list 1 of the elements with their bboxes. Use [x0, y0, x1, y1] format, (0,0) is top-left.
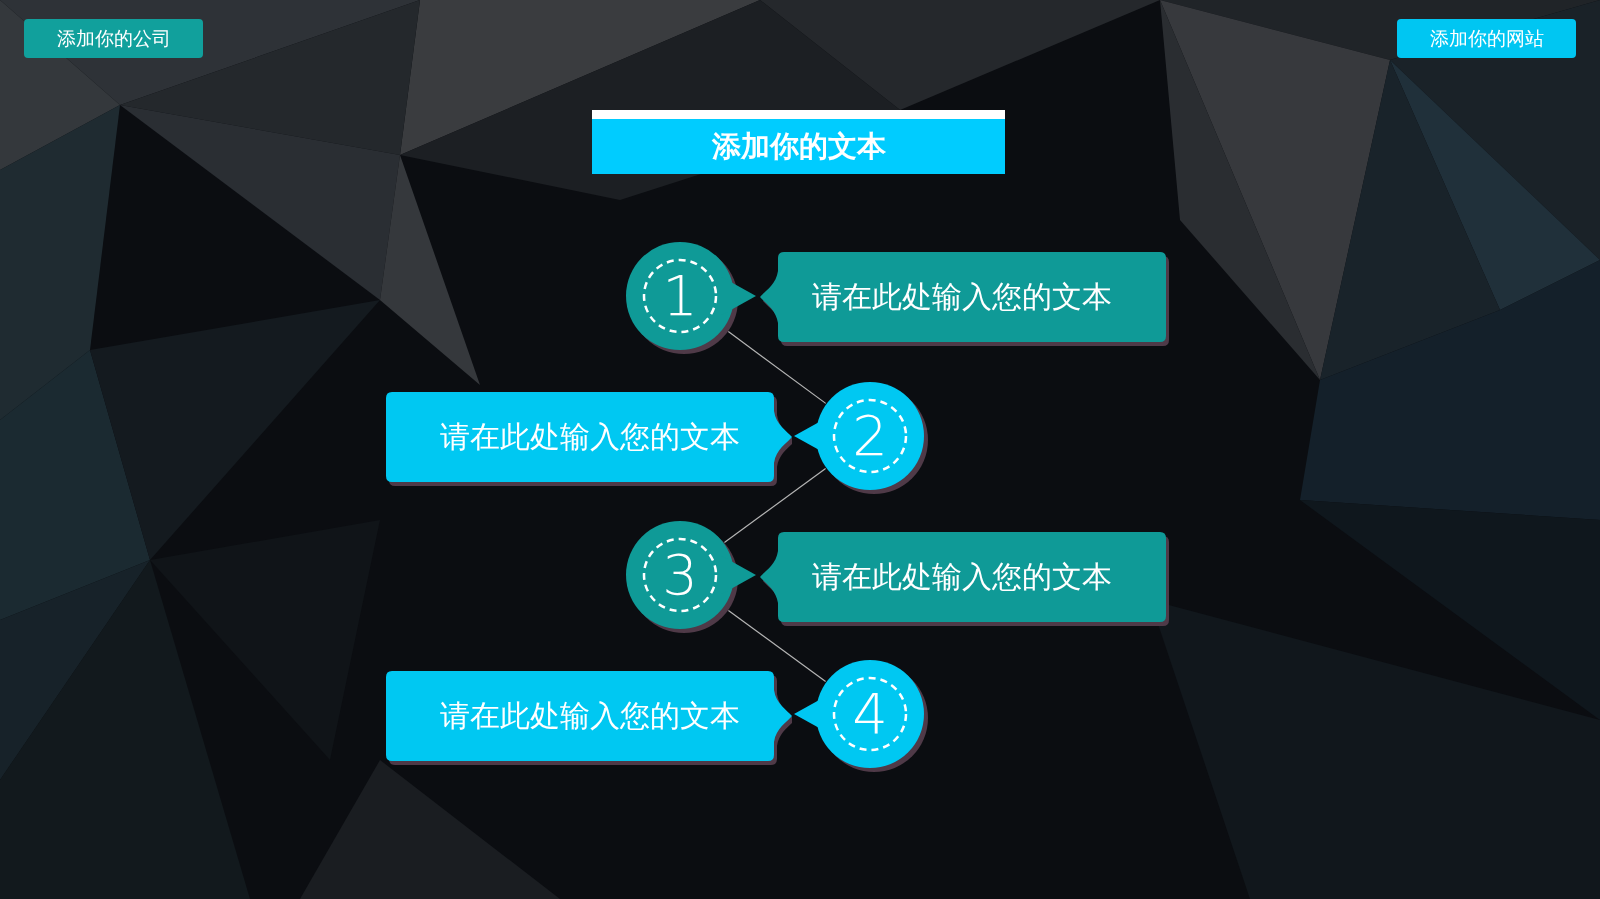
title-banner: 添加你的文本 [592, 110, 1005, 174]
